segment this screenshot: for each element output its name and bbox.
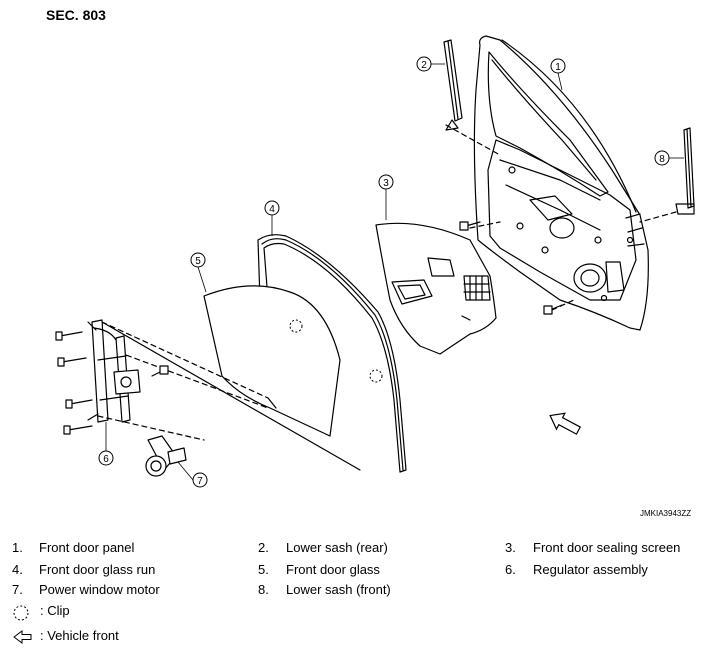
legend-text: Front door panel [39, 540, 135, 555]
clip-icon [13, 605, 29, 621]
legend-number: 1. [12, 540, 23, 555]
vehicle-front-arrow-icon [549, 412, 582, 435]
legend-number: 2. [258, 540, 269, 555]
front-door-glass-part [203, 285, 341, 437]
section-title: SEC. 803 [46, 7, 106, 23]
legend-text: Regulator assembly [533, 562, 648, 577]
callout-1: 1 [555, 62, 561, 73]
exploded-view-diagram: 1 2 3 4 5 6 7 8 [55, 35, 695, 488]
front-door-panel-part [473, 35, 649, 331]
legend-number: 3. [505, 540, 516, 555]
callout-5: 5 [195, 256, 201, 267]
legend-text: Front door glass [286, 562, 380, 577]
power-window-motor-part [145, 435, 187, 477]
legend-text: Power window motor [39, 582, 160, 597]
clip-icon [289, 319, 303, 333]
legend-text: Front door sealing screen [533, 540, 681, 555]
regulator-assembly-part [87, 319, 141, 423]
vehicle-front-arrow-icon [13, 630, 32, 644]
legend-text: Front door glass run [39, 562, 156, 577]
bolt-group [55, 221, 563, 435]
front-door-glass-run-part [257, 234, 407, 473]
legend-text: Lower sash (front) [286, 582, 391, 597]
legend-number: 8. [258, 582, 269, 597]
callout-3: 3 [383, 178, 389, 189]
callout-4: 4 [269, 204, 275, 215]
clip-icon [369, 369, 383, 383]
legend-number: 6. [505, 562, 516, 577]
legend-text: Lower sash (rear) [286, 540, 388, 555]
front-door-sealing-screen-part [375, 222, 497, 355]
callout-8: 8 [659, 154, 665, 165]
lower-sash-rear-part [443, 39, 463, 131]
vehicle-front-legend-text: : Vehicle front [40, 628, 119, 643]
legend-number: 7. [12, 582, 23, 597]
callout-7: 7 [197, 476, 203, 487]
legend-number: 4. [12, 562, 23, 577]
callout-6: 6 [103, 454, 109, 465]
figure-code: JMKIA3943ZZ [640, 509, 692, 518]
clip-legend-text: : Clip [40, 603, 70, 618]
legend-number: 5. [258, 562, 269, 577]
callout-2: 2 [421, 60, 427, 71]
lower-sash-front-part [675, 127, 695, 215]
